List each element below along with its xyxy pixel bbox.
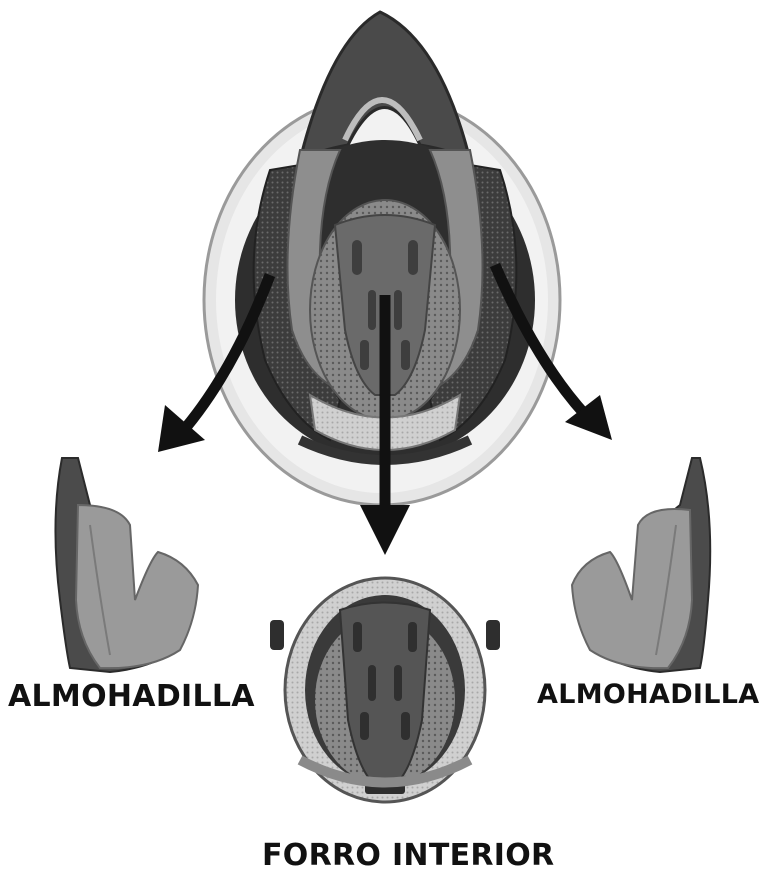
cheek-pad-left-icon bbox=[55, 458, 198, 672]
right-cheek-pad-label: ALMOHADILLA bbox=[537, 679, 759, 710]
inner-liner-label: FORRO INTERIOR bbox=[262, 838, 554, 873]
cheek-pad-right-icon bbox=[572, 458, 710, 672]
inner-liner-icon bbox=[270, 578, 500, 802]
left-cheek-pad-label: ALMOHADILLA bbox=[8, 679, 255, 714]
